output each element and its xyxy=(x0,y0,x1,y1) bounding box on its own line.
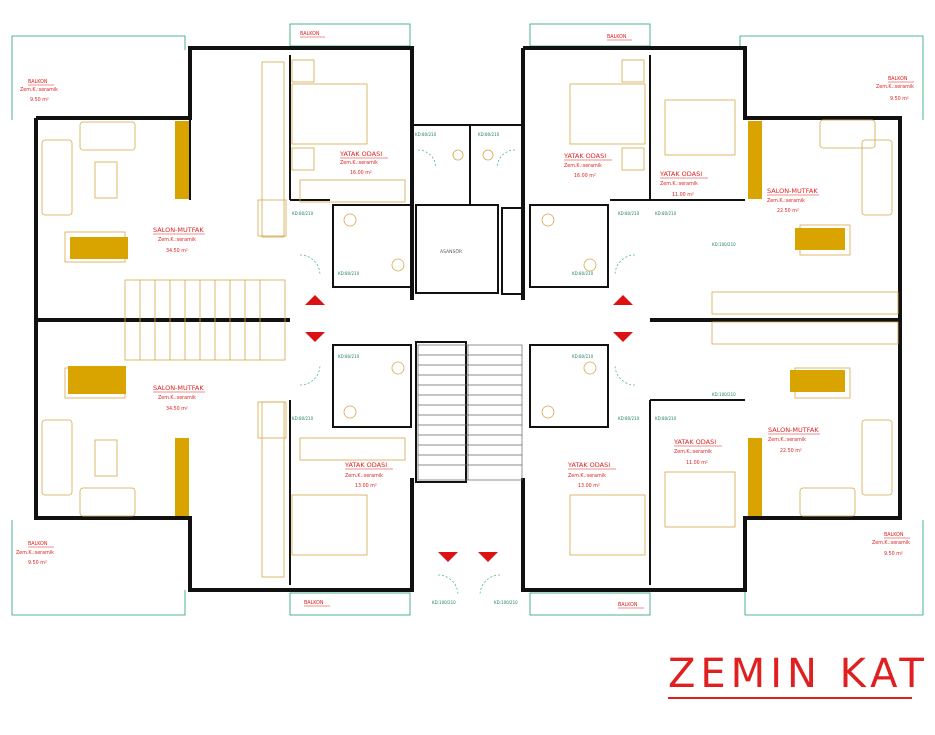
room-name: SALON-MUTFAK xyxy=(768,426,819,434)
room-floor: Zem.K.:seramik xyxy=(16,550,54,556)
room-floor: Zem.K.:seramik xyxy=(564,163,602,169)
room-floor: Zem.K.:seramik xyxy=(872,540,910,546)
room-name: YATAK ODASI xyxy=(659,170,702,178)
arrow-down-icon xyxy=(305,332,325,342)
room-floor: Zem.K.:seramik xyxy=(20,87,58,93)
door-tag: KD:80/210 xyxy=(618,211,640,216)
door-tag: KD:100/210 xyxy=(494,600,518,605)
room-floor: Zem.K.:seramik xyxy=(158,395,196,401)
room-floor: Zem.K.:seramik xyxy=(768,437,806,443)
room-name: SALON-MUTFAK xyxy=(153,384,204,392)
room-floor: Zem.K.:seramik xyxy=(158,237,196,243)
arrow-down-icon xyxy=(478,552,498,562)
door-tag: KD:80/210 xyxy=(572,271,594,276)
room-name: BALKON xyxy=(618,602,638,608)
room-name: SALON-MUTFAK xyxy=(153,226,204,234)
arrow-down-icon xyxy=(438,552,458,562)
outer-walls xyxy=(34,46,902,592)
room-labels: BALKON BALKON BALKON Zem.K.:seramik 9.50… xyxy=(16,31,914,609)
door-tag: KD:100/210 xyxy=(712,242,736,247)
room-floor: Zem.K.:seramik xyxy=(674,449,712,455)
room-area: 9.50 m² xyxy=(30,97,49,103)
room-area: 34.50 m² xyxy=(166,248,188,254)
room-area: 11.00 m² xyxy=(686,460,708,466)
entrance-arrows xyxy=(305,295,633,562)
door-tag: KD:80/210 xyxy=(478,132,500,137)
room-name: YATAK ODASI xyxy=(673,438,716,446)
staircase-center xyxy=(417,344,523,481)
room-name: BALKON xyxy=(28,79,48,85)
room-name: BALKON xyxy=(888,76,908,82)
room-area: 16.00 m² xyxy=(574,173,596,179)
staircase-left xyxy=(124,279,286,361)
door-tag: KD:80/210 xyxy=(338,271,360,276)
door-tag: KD:80/210 xyxy=(415,132,437,137)
room-name: BALKON xyxy=(304,600,324,606)
elevator-label: ASANSÖR xyxy=(440,248,462,255)
room-name: BALKON xyxy=(300,31,320,37)
room-area: 9.50 m² xyxy=(890,96,909,102)
room-floor: Zem.K.:seramik xyxy=(568,473,606,479)
room-name: BALKON xyxy=(28,541,48,547)
room-area: 9.50 m² xyxy=(28,560,47,566)
room-floor: Zem.K.:seramik xyxy=(767,198,805,204)
door-tag: KD:100/210 xyxy=(432,600,456,605)
room-name: BALKON xyxy=(884,532,904,538)
room-area: 22.50 m² xyxy=(777,208,799,214)
room-area: 13.00 m² xyxy=(355,483,377,489)
room-name: YATAK ODASI xyxy=(344,461,387,469)
door-tags: KD:80/210 KD:80/210 KD:80/210 KD:80/210 … xyxy=(292,132,736,605)
room-floor: Zem.K.:seramik xyxy=(345,473,383,479)
door-tag: KD:80/210 xyxy=(572,354,594,359)
room-name: YATAK ODASI xyxy=(563,152,606,160)
interior-walls xyxy=(189,55,745,585)
room-area: 13.00 m² xyxy=(578,483,600,489)
room-name: BALKON xyxy=(607,34,627,40)
accent-blocks xyxy=(68,121,845,516)
room-area: 22.50 m² xyxy=(780,448,802,454)
door-tag: KD:80/210 xyxy=(655,211,677,216)
room-area: 11.00 m² xyxy=(672,192,694,198)
room-area: 34.50 m² xyxy=(166,406,188,412)
arrow-down-icon xyxy=(613,332,633,342)
room-name: YATAK ODASI xyxy=(339,150,382,158)
door-tag: KD:80/210 xyxy=(292,416,314,421)
door-tag: KD:80/210 xyxy=(618,416,640,421)
page-title: ZEMIN KAT xyxy=(668,651,929,697)
door-tag: KD:80/210 xyxy=(292,211,314,216)
room-area: 9.50 m² xyxy=(884,551,903,557)
room-name: YATAK ODASI xyxy=(567,461,610,469)
room-name: SALON-MUTFAK xyxy=(767,187,818,195)
door-swings xyxy=(299,149,636,596)
door-tag: KD:80/210 xyxy=(338,354,360,359)
furniture xyxy=(41,59,899,578)
arrow-up-icon xyxy=(305,295,325,305)
door-tag: KD:80/210 xyxy=(655,416,677,421)
arrow-up-icon xyxy=(613,295,633,305)
room-area: 16.00 m² xyxy=(350,170,372,176)
title-underline xyxy=(668,697,912,699)
door-tag: KD:100/210 xyxy=(712,392,736,397)
room-floor: Zem.K.:seramik xyxy=(876,84,914,90)
room-floor: Zem.K.:seramik xyxy=(340,160,378,166)
room-floor: Zem.K.:seramik xyxy=(660,181,698,187)
